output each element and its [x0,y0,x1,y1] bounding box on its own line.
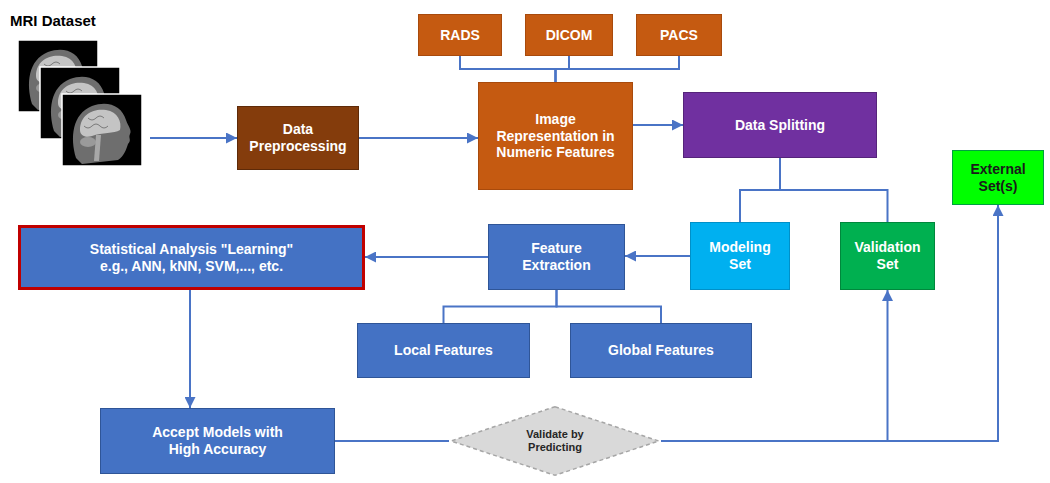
connector-arrow [557,290,662,323]
box-label: Statistical Analysis "Learning" e.g., AN… [79,241,304,275]
format-box: DICOM [525,14,613,56]
box-label: External Set(s) [962,161,1034,195]
process-box: Image Representation in Numeric Features [478,82,633,190]
process-box: Data Splitting [683,92,877,158]
box-label: Validation Set [849,239,926,273]
box-label: DICOM [546,27,593,44]
feature-box: Local Features [357,323,530,378]
dataset-node: MRI Dataset [8,8,150,168]
dataset-box: Modeling Set [690,222,790,290]
connector-arrow [633,124,683,126]
box-label: Data Splitting [735,117,825,134]
connector-arrow [150,137,237,139]
format-box: RADS [418,14,502,56]
connector-arrow [359,137,478,139]
box-label: Local Features [394,342,493,359]
box-label: Feature Extraction [509,240,604,274]
box-label: Accept Models with High Accuracy [143,424,293,458]
format-box: PACS [636,14,722,56]
connector-arrow [365,256,488,258]
process-box: Feature Extraction [488,224,625,290]
box-label: Global Features [608,342,714,359]
box-label: Data Preprocessing [246,121,350,155]
dataset-box: External Set(s) [952,150,1044,205]
connector-arrow [556,56,680,82]
dataset-box: Validation Set [840,222,935,290]
learning-box: Statistical Analysis "Learning" e.g., AN… [18,225,365,290]
box-label: MRI Dataset [10,12,96,30]
box-label: RADS [440,27,480,44]
mri-image [62,94,142,166]
connector-arrow [625,255,690,257]
box-label: Validate by Predicting [500,428,610,454]
connector-arrow [335,440,449,442]
connector-arrow [740,158,780,222]
process-box: Accept Models with High Accuracy [100,408,335,474]
connector-arrow [780,158,888,222]
box-label: Modeling Set [704,239,776,273]
decision-diamond: Validate by Predicting [449,406,661,476]
connector-arrow [189,290,191,408]
box-label: PACS [660,27,698,44]
diamond-shape [451,407,659,476]
connector-arrow [460,56,556,82]
box-label: Image Representation in Numeric Features [489,111,622,161]
connector-arrow [444,290,557,323]
process-box: Data Preprocessing [237,106,359,170]
feature-box: Global Features [570,323,752,378]
